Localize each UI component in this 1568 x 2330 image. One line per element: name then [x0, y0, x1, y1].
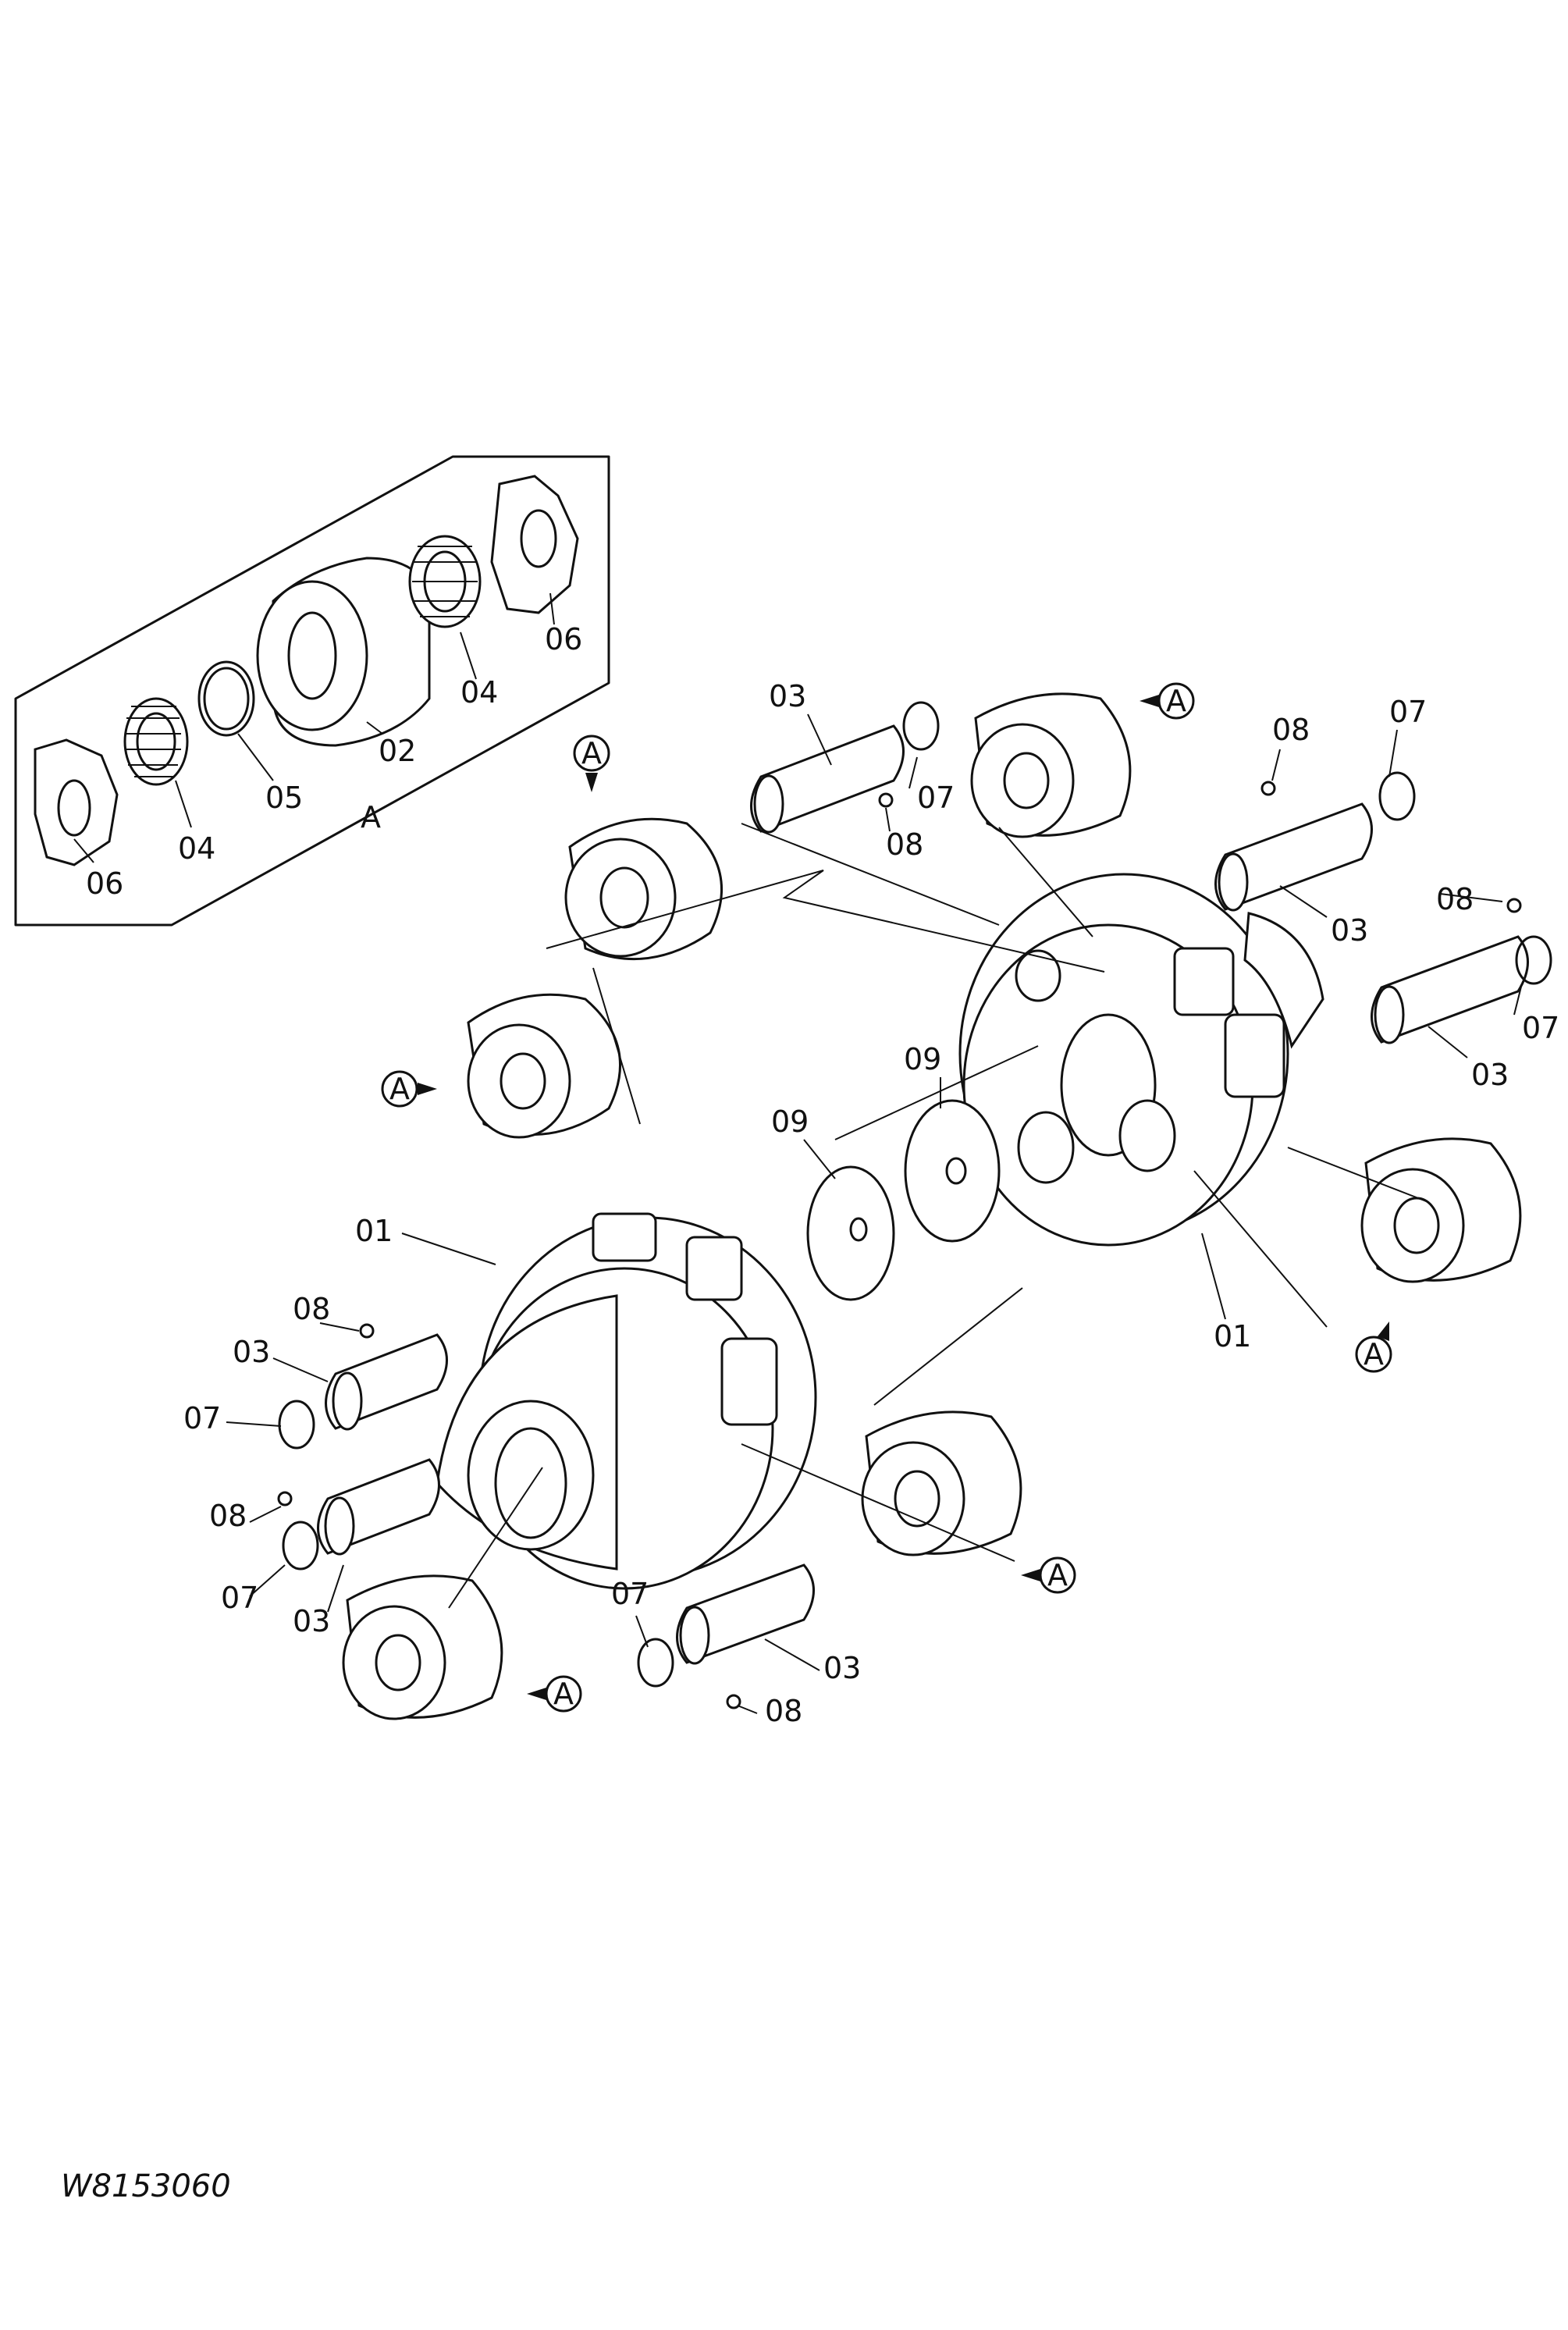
planet-carrier-rear: [958, 873, 1324, 1247]
thrust-washer-rear: [904, 1099, 1001, 1243]
callout-a-front-right: A: [1021, 1556, 1076, 1594]
planet-gear-bottom-left: [342, 1574, 503, 1720]
label-03: 03: [1331, 913, 1368, 948]
label-08: 08: [293, 1292, 330, 1326]
svg-text:A: A: [1166, 684, 1186, 718]
label-07: 07: [1522, 1011, 1559, 1045]
label-03: 03: [1471, 1058, 1509, 1092]
svg-text:A: A: [1047, 1558, 1068, 1592]
label-01: 01: [1214, 1319, 1251, 1354]
label-03: 03: [769, 679, 806, 713]
pin-right-lower: [1371, 935, 1529, 1044]
tab-washer-right: [490, 475, 579, 614]
planet-carrier-front: [436, 1212, 817, 1590]
label-09: 09: [904, 1042, 941, 1076]
inset-assembly-a: [14, 455, 610, 927]
pin-left-lower: [317, 1458, 440, 1556]
label-04: 04: [460, 675, 498, 710]
snap-ring: [197, 660, 255, 737]
label-07: 07: [611, 1577, 649, 1611]
bushing: [256, 557, 431, 747]
needle-bearing-right: [408, 535, 482, 628]
label-08: 08: [886, 827, 923, 862]
label-08: 08: [1436, 882, 1474, 916]
label-07: 07: [917, 781, 955, 815]
label-03: 03: [233, 1335, 270, 1369]
label-05: 05: [265, 781, 303, 815]
tab-washer-left: [34, 738, 119, 866]
pin-top: [750, 724, 905, 834]
drawing-number: W8153060: [61, 2168, 231, 2204]
callout-a-mid-left: A: [381, 1070, 437, 1108]
label-07: 07: [183, 1401, 221, 1435]
inset-labels: 06 04 05 02 04 06 A: [86, 622, 582, 901]
label-08: 08: [765, 1694, 802, 1728]
svg-text:A: A: [581, 736, 602, 770]
callout-a-bottom-left: A: [527, 1675, 582, 1713]
inset-frame: [14, 455, 610, 927]
svg-text:A: A: [553, 1677, 574, 1711]
label-03: 03: [293, 1604, 330, 1638]
label-07: 07: [221, 1581, 258, 1615]
pin-left-upper: [325, 1333, 448, 1431]
label-03: 03: [823, 1651, 861, 1685]
pin-bottom: [676, 1563, 815, 1665]
assembly-lines: [448, 823, 1429, 1609]
check-balls: [277, 781, 1522, 1709]
needle-bearing-left: [123, 697, 189, 786]
thrust-washer-front: [806, 1165, 895, 1301]
label-04: 04: [178, 831, 215, 866]
planet-gear-top-right: [970, 692, 1132, 838]
pin-right-upper: [1214, 802, 1373, 912]
label-07: 07: [1389, 695, 1427, 729]
label-06: 06: [545, 622, 582, 656]
label-06: 06: [86, 866, 123, 901]
callout-a-top-right: A: [1140, 682, 1195, 720]
label-02: 02: [379, 734, 416, 768]
inset-title: A: [361, 800, 381, 834]
planet-gear-right: [1360, 1137, 1522, 1283]
svg-text:A: A: [1364, 1337, 1384, 1371]
svg-text:A: A: [389, 1072, 410, 1106]
snap-rings: [278, 701, 1552, 1688]
label-09: 09: [771, 1105, 809, 1139]
label-01: 01: [355, 1214, 393, 1248]
label-08: 08: [1272, 713, 1310, 747]
callout-a-top-left: A: [573, 735, 610, 792]
callout-a-right: A: [1355, 1322, 1392, 1373]
planet-gear-front-right: [861, 1410, 1022, 1556]
part-labels: 03 07 08 08 07 03 08 07 03 09 09 01 01 0…: [183, 679, 1559, 1728]
planet-gear-mid-left: [467, 993, 621, 1139]
label-08: 08: [209, 1499, 247, 1533]
planet-gear-top-left: [564, 817, 723, 961]
label-leader-lines: [226, 713, 1523, 1714]
